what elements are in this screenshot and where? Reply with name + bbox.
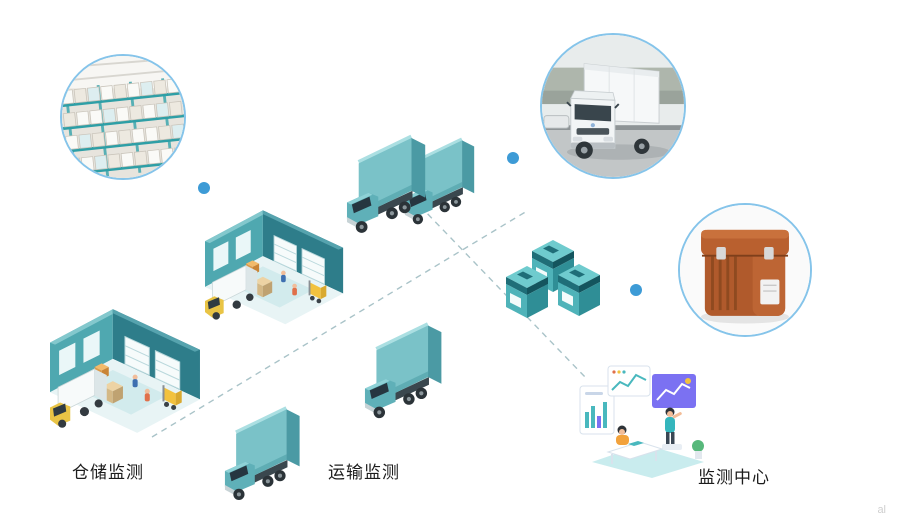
warehouse-scene-1 — [205, 209, 345, 326]
warehouse-scene-2 — [50, 308, 201, 434]
refrigerated-truck-photo — [540, 33, 686, 179]
cold-chain-incubator-photo — [678, 203, 812, 337]
delivery-truck-4 — [224, 398, 308, 503]
monitoring-center-scene — [579, 365, 704, 478]
network-dot-1 — [198, 182, 210, 194]
label-warehouse-monitoring: 仓储监测 — [72, 463, 144, 482]
cooler-boxes — [506, 240, 600, 318]
delivery-truck-3 — [364, 314, 450, 421]
network-dot-2 — [507, 152, 519, 164]
delivery-truck-1 — [346, 126, 434, 236]
label-monitoring-center: 监测中心 — [698, 468, 770, 487]
network-dot-3 — [630, 284, 642, 296]
warehouse-shelves-photo — [60, 54, 186, 180]
watermark-text: al — [877, 504, 886, 516]
label-transport-monitoring: 运输监测 — [328, 463, 400, 482]
